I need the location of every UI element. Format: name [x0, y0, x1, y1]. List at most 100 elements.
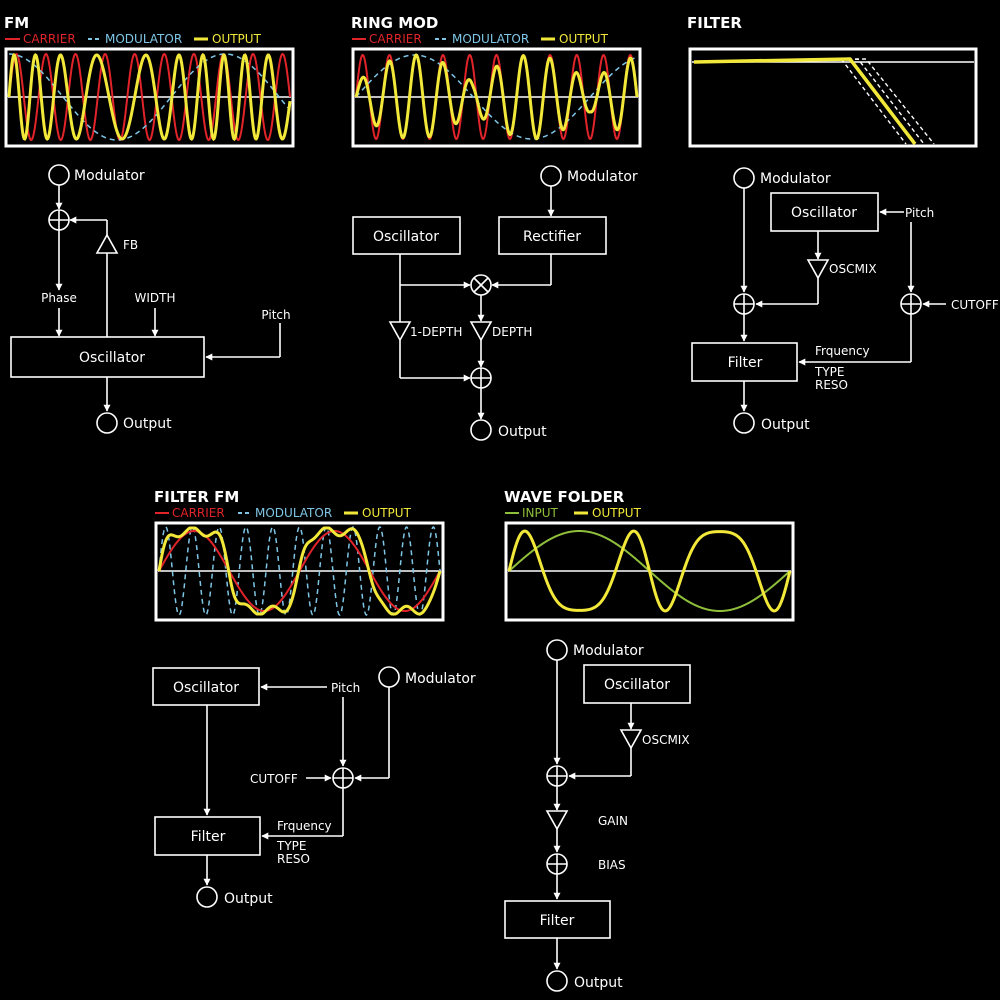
output-label: Output — [498, 424, 547, 440]
scope-frame — [688, 47, 978, 148]
output-jack — [96, 412, 118, 434]
modulator-wave — [8, 53, 291, 141]
legend-carrier: CARRIER — [172, 506, 225, 520]
fm-section: FM CARRIER MODULATOR OUTPUT — [4, 14, 295, 434]
output-jack — [546, 970, 568, 992]
filterfm-legend: CARRIER MODULATOR OUTPUT — [155, 506, 412, 520]
rectifier-label: Rectifier — [523, 229, 581, 245]
oscillator-block — [152, 667, 260, 706]
fb-label: FB — [123, 238, 138, 252]
depth-amp-icon — [469, 321, 493, 342]
frequency-label: Frquency — [815, 344, 870, 358]
one-minus-depth-label: 1-DEPTH — [410, 325, 462, 339]
output-label: Output — [123, 416, 172, 432]
modulator-jack — [546, 639, 568, 661]
oscmix-label: OSCMIX — [829, 262, 877, 276]
filterfm-title: FILTER FM — [154, 488, 239, 506]
oscillator-label: Oscillator — [791, 205, 857, 221]
bias-label: BIAS — [598, 858, 626, 872]
filter-section: FILTER — [687, 14, 999, 434]
filterfm-section: FILTER FM CARRIER MODULATOR OUTPUT — [152, 488, 476, 908]
wavefolder-section: WAVE FOLDER INPUT OUTPUT — [504, 488, 795, 992]
oscillator-block — [583, 664, 691, 704]
legend-modulator: MODULATOR — [452, 32, 529, 46]
oscillator-block — [352, 216, 461, 255]
modulator-label: Modulator — [74, 168, 145, 184]
frequency-label: Frquency — [277, 819, 332, 833]
output-jack — [733, 412, 755, 434]
cutoff-label: CUTOFF — [951, 298, 999, 312]
oscillator-label: Oscillator — [173, 680, 239, 696]
wavefolder-title: WAVE FOLDER — [504, 488, 625, 506]
wavefolder-legend: INPUT OUTPUT — [505, 506, 642, 520]
filterfm-flow — [152, 666, 400, 908]
filter-scope — [688, 47, 978, 148]
oscmix-label: OSCMIX — [642, 733, 690, 747]
wavefolder-scope — [504, 521, 795, 622]
output-wave — [507, 529, 792, 613]
phase-label: Phase — [41, 291, 77, 305]
output-jack — [196, 886, 218, 908]
filter-flow — [691, 167, 946, 434]
filterfm-scope — [154, 521, 445, 622]
modulator-jack — [733, 167, 755, 189]
modulator-jack — [378, 666, 400, 688]
reso-label: RESO — [277, 852, 310, 866]
legend-output: OUTPUT — [212, 32, 262, 46]
modulator-jack — [540, 165, 562, 187]
fm-flow — [10, 164, 281, 434]
pitch-label: Pitch — [331, 681, 360, 695]
filter-label: Filter — [540, 913, 575, 929]
reso-label: RESO — [815, 378, 848, 392]
one-minus-depth-amp-icon — [388, 321, 412, 342]
pitch-label: Pitch — [905, 206, 934, 220]
legend-input: INPUT — [522, 506, 559, 520]
modulator-wave — [355, 54, 638, 140]
legend-carrier: CARRIER — [369, 32, 422, 46]
output-jack — [470, 419, 492, 441]
legend-modulator: MODULATOR — [105, 32, 182, 46]
rectifier-block — [498, 216, 607, 255]
output-wave — [7, 52, 292, 142]
type-label: TYPE — [276, 839, 306, 853]
legend-modulator: MODULATOR — [255, 506, 332, 520]
ringmod-legend: CARRIER MODULATOR OUTPUT — [352, 32, 609, 46]
output-label: Output — [224, 891, 273, 907]
fb-amp-icon — [95, 233, 119, 254]
pitch-label: Pitch — [261, 308, 290, 322]
output-label: Output — [574, 975, 623, 991]
gain-label: GAIN — [598, 814, 628, 828]
output-wave — [354, 53, 639, 141]
filter-label: Filter — [191, 829, 226, 845]
legend-output: OUTPUT — [592, 506, 642, 520]
oscillator-block — [770, 192, 879, 232]
legend-output: OUTPUT — [559, 32, 609, 46]
ringmod-section: RING MOD CARRIER MODULATOR OUTPUT — [351, 14, 642, 441]
filter-response-curve — [693, 57, 917, 146]
legend-output: OUTPUT — [362, 506, 412, 520]
modulator-label: Modulator — [573, 643, 644, 659]
modulator-label: Modulator — [567, 169, 638, 185]
oscillator-label: Oscillator — [604, 677, 670, 693]
modulator-label: Modulator — [405, 671, 476, 687]
fm-legend: CARRIER MODULATOR OUTPUT — [5, 32, 262, 46]
fm-scope — [4, 47, 295, 148]
oscillator-label: Oscillator — [79, 350, 145, 366]
legend-carrier: CARRIER — [23, 32, 76, 46]
fm-title: FM — [4, 14, 29, 32]
output-label: Output — [761, 417, 810, 433]
depth-label: DEPTH — [492, 325, 532, 339]
ringmod-scope — [351, 47, 642, 148]
wavefolder-flow — [504, 639, 691, 992]
oscillator-label: Oscillator — [373, 229, 439, 245]
ringmod-title: RING MOD — [351, 14, 438, 32]
type-label: TYPE — [814, 365, 844, 379]
modulator-jack — [48, 164, 70, 186]
modulator-label: Modulator — [760, 171, 831, 187]
cutoff-label: CUTOFF — [250, 772, 298, 786]
output-wave — [157, 526, 442, 616]
oscmix-amp-icon — [806, 259, 830, 280]
oscmix-amp-icon — [619, 729, 643, 750]
filter-title: FILTER — [687, 14, 742, 32]
